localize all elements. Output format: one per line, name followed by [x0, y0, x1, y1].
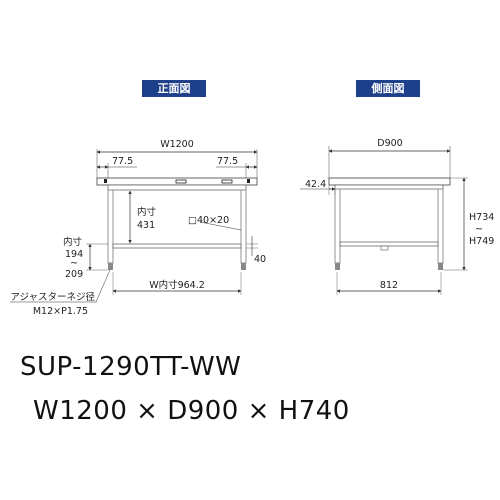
right-adjuster [241, 263, 246, 270]
side-brace-joint [380, 245, 389, 251]
offset-label: 42.4 [305, 179, 326, 190]
span-label: 812 [380, 280, 398, 291]
under-height-label: 内寸 [63, 236, 83, 248]
lower-brace [112, 243, 242, 249]
front-right-bolt [247, 179, 250, 183]
side-table-top [328, 177, 451, 186]
model-number: SUP-1290TT-WW [20, 352, 242, 382]
side-view-header [356, 80, 420, 97]
under-height-max: 209 [65, 269, 83, 280]
adjuster-size: M12×P1.75 [33, 306, 88, 317]
side-apron [334, 184, 444, 190]
width-label: W1200 [160, 139, 194, 150]
pipe-size-label: □40×20 [188, 215, 229, 226]
front-slot-right [221, 179, 233, 184]
height-max: H749 [469, 236, 494, 247]
front-slot-center [175, 179, 187, 184]
inner-height-value: 431 [137, 220, 155, 231]
height-tilde: ~ [475, 224, 483, 235]
under-height-tilde: ~ [70, 258, 78, 269]
adjuster-label: アジャスターネジ径 [10, 291, 95, 303]
side-view: 側面図 D900 42.4 H734 ~ H749 812 [300, 80, 494, 295]
front-view: 正面図 W1200 77.5 77.5 内寸 431 [10, 80, 266, 317]
adjuster-leader [95, 269, 111, 303]
front-view-title: 正面図 [158, 81, 191, 95]
inner-height-label: 内寸 [137, 206, 157, 218]
side-front-adjuster [335, 263, 340, 270]
left-adjuster [108, 263, 113, 270]
side-view-title: 側面図 [371, 81, 405, 95]
left-overhang-label: 77.5 [112, 156, 133, 167]
depth-label: D900 [377, 138, 402, 149]
side-lower-brace [339, 241, 439, 247]
brace-size-label: 40 [254, 254, 266, 265]
pipe-leader [199, 221, 242, 231]
side-back-adjuster [438, 263, 443, 270]
left-leg [107, 189, 114, 264]
inner-width-label: W内寸964.2 [149, 279, 205, 291]
apron [107, 184, 247, 191]
overall-dimensions: W1200 × D900 × H740 [33, 396, 350, 426]
height-min: H734 [469, 212, 494, 223]
front-left-bolt [104, 179, 107, 183]
right-overhang-label: 77.5 [217, 156, 238, 167]
side-front-leg [334, 188, 341, 264]
under-height-min: 194 [65, 249, 83, 260]
side-back-leg [437, 188, 444, 264]
right-leg [240, 189, 247, 264]
front-view-header [142, 80, 206, 97]
